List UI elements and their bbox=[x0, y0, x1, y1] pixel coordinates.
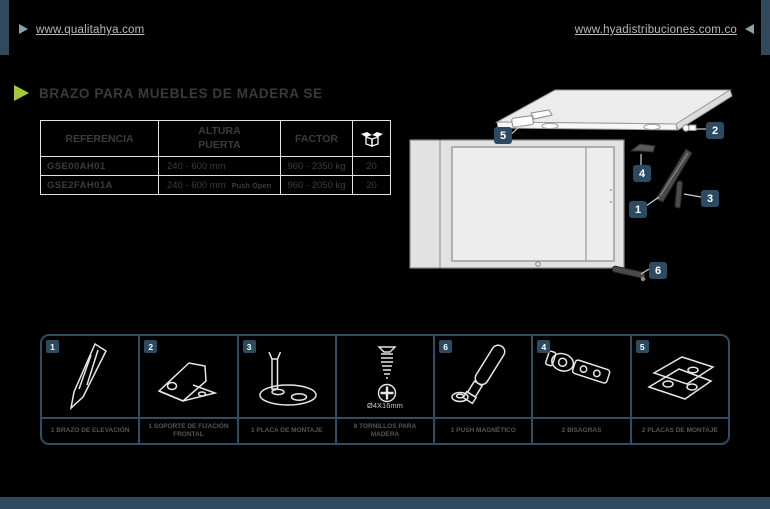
callout-6: 6 bbox=[649, 262, 667, 279]
arrow-left-icon bbox=[745, 24, 754, 34]
referencia-value: GSE00AH01 bbox=[40, 156, 159, 176]
top-header: www.qualitahya.com www.hyadistribuciones… bbox=[0, 0, 770, 55]
magnetic-push-illustration bbox=[435, 336, 531, 417]
col-header-qty bbox=[352, 120, 391, 157]
altura-value: 240 - 600 mm bbox=[158, 156, 281, 176]
green-arrow-icon bbox=[14, 85, 29, 101]
header-accent-bar-right bbox=[761, 0, 770, 55]
arrow-right-icon bbox=[19, 24, 28, 34]
front-bracket-illustration bbox=[140, 336, 236, 417]
part-cell-mounting-plates: 5 2 PLACAS DE MONTAJE bbox=[631, 336, 728, 443]
qualitahya-link[interactable]: www.qualitahya.com bbox=[36, 24, 145, 36]
exploded-diagram: 1 2 3 4 5 6 bbox=[400, 70, 770, 305]
part-cell-lift-arm: 1 1 BRAZO DE ELEVACIÓN bbox=[42, 336, 141, 443]
part-cell-wood-screws: Ø4X16mm 8 TORNILLOS PARA MADERA bbox=[336, 336, 436, 443]
footer-accent-bar bbox=[0, 497, 770, 509]
callout-3: 3 bbox=[701, 190, 719, 207]
spec-table: REFERENCIA ALTURA PUERTA FACTOR GSE00AH0… bbox=[40, 120, 391, 195]
part-cell-magnetic-push: 6 1 PUSH MAGNÉTICO bbox=[435, 336, 534, 443]
referencia-value: GSE2FAH01A bbox=[40, 175, 159, 195]
page-title: BRAZO PARA MUEBLES DE MADERA SE bbox=[39, 85, 323, 101]
hyadistribuciones-link[interactable]: www.hyadistribuciones.com.co bbox=[574, 24, 737, 36]
callout-5: 5 bbox=[494, 127, 512, 144]
part-badge: 2 bbox=[144, 340, 158, 353]
callout-2: 2 bbox=[706, 122, 724, 139]
part-label: 1 PLACA DE MONTAJE bbox=[238, 417, 335, 443]
part-badge: 5 bbox=[635, 340, 649, 353]
col-header-factor: FACTOR bbox=[280, 120, 353, 157]
part-label: 1 PUSH MAGNÉTICO bbox=[435, 417, 532, 443]
title-row: BRAZO PARA MUEBLES DE MADERA SE bbox=[14, 85, 323, 101]
qty-value: 20 bbox=[352, 175, 391, 195]
qty-value: 20 bbox=[352, 156, 391, 176]
callout-4: 4 bbox=[633, 165, 651, 182]
mounting-plate-illustration bbox=[239, 336, 335, 417]
factor-value: 960 - 2050 kg bbox=[280, 175, 353, 195]
lift-arm-illustration bbox=[42, 336, 138, 417]
part-label: 1 SOPORTE DE FIJACIÓN FRONTAL bbox=[140, 417, 237, 443]
part-badge: 6 bbox=[439, 340, 453, 353]
col-header-altura-puerta: ALTURA PUERTA bbox=[158, 120, 281, 157]
part-label: 2 BISAGRAS bbox=[533, 417, 630, 443]
part-label: 2 PLACAS DE MONTAJE bbox=[631, 417, 728, 443]
cabinet-illustration bbox=[409, 89, 733, 282]
part-badge: 4 bbox=[537, 340, 551, 353]
screw-size-note: Ø4X16mm bbox=[367, 401, 403, 410]
part-badge: 1 bbox=[46, 340, 59, 353]
hinge-illustration bbox=[533, 336, 629, 417]
col-header-referencia: REFERENCIA bbox=[40, 120, 159, 157]
part-cell-mounting-plate: 3 1 PLACA DE MONTAJE bbox=[238, 336, 337, 443]
part-badge: 3 bbox=[242, 340, 256, 353]
mounting-plates-illustration bbox=[632, 336, 728, 417]
spec-table-header-row: REFERENCIA ALTURA PUERTA FACTOR bbox=[40, 120, 391, 157]
box-icon bbox=[354, 131, 390, 147]
callout-1: 1 bbox=[629, 201, 647, 218]
part-label: 8 TORNILLOS PARA MADERA bbox=[336, 417, 434, 443]
header-accent-bar-left bbox=[0, 0, 9, 55]
factor-value: 960 - 2350 kg bbox=[280, 156, 353, 176]
part-cell-hinges: 4 2 BISAGRAS bbox=[533, 336, 632, 443]
part-cell-front-bracket: 2 1 SOPORTE DE FIJACIÓN FRONTAL bbox=[140, 336, 239, 443]
table-row: GSE00AH01 240 - 600 mm 960 - 2350 kg 20 bbox=[40, 156, 391, 176]
part-label: 1 BRAZO DE ELEVACIÓN bbox=[42, 417, 139, 443]
push-open-note: Push Open bbox=[231, 180, 272, 190]
parts-strip: 1 1 BRAZO DE ELEVACIÓN 2 1 SOPORTE DE FI… bbox=[40, 334, 730, 445]
screw-illustration: Ø4X16mm bbox=[337, 336, 433, 417]
